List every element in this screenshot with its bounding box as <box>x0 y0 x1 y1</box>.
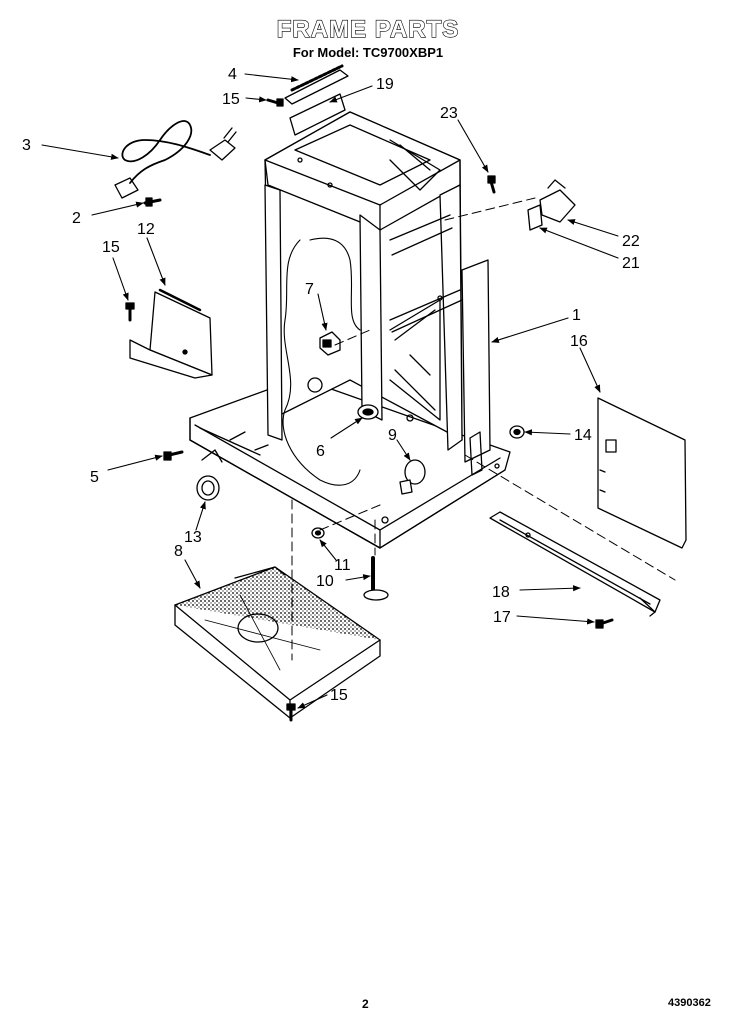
callout-12: 12 <box>137 221 155 238</box>
model-subtitle: For Model: TC9700XBP1 <box>292 45 444 60</box>
callout-17: 17 <box>493 609 511 626</box>
callout-15: 15 <box>102 239 120 256</box>
terminal-block <box>284 64 349 136</box>
page-number: 2 <box>362 997 369 1011</box>
screw-15-bottom <box>286 703 296 722</box>
callout-19: 19 <box>376 76 394 93</box>
callout-23: 22 <box>622 233 640 250</box>
screw-22 <box>487 175 496 194</box>
callout-15: 15 <box>222 91 240 108</box>
connector-7 <box>319 331 341 356</box>
callout-labels: 4 15 19 3 2 12 15 23 22 21 1 16 7 6 9 14… <box>22 66 640 704</box>
callout-11: 11 <box>334 557 351 574</box>
leader-arrows <box>41 73 619 709</box>
roller-13 <box>196 449 223 501</box>
frame-cabinet <box>189 111 511 549</box>
document-number: 4390362 <box>668 997 711 1009</box>
callout-2: 2 <box>72 210 81 227</box>
thermal-switch-9 <box>399 459 426 495</box>
rail-18 <box>489 511 661 617</box>
power-cord <box>114 120 237 199</box>
screw-5 <box>163 450 184 461</box>
callout-6: 6 <box>316 443 325 460</box>
callout-13: 13 <box>184 529 202 546</box>
diagram-title: FRAME PARTS <box>276 15 460 43</box>
callout-22: 23 <box>440 105 458 122</box>
callout-1: 1 <box>572 307 581 324</box>
callout-7: 7 <box>305 281 314 298</box>
door-switch <box>527 179 576 231</box>
callout-4: 4 <box>228 66 237 83</box>
leveling-leg-10 <box>363 556 389 601</box>
screw-2 <box>143 197 162 207</box>
callout-14: 14 <box>574 427 592 444</box>
callout-8: 8 <box>174 543 183 560</box>
callout-21: 21 <box>622 255 640 272</box>
nut-11 <box>311 527 325 539</box>
base-grille-8 <box>174 566 381 719</box>
callout-15: 15 <box>330 687 348 704</box>
grommet-6 <box>357 404 379 420</box>
screw-15-top <box>266 98 284 107</box>
callout-10: 10 <box>316 573 334 590</box>
assembly-guide-lines <box>291 197 676 661</box>
screw-17 <box>595 618 614 629</box>
callout-16: 16 <box>570 333 588 350</box>
callout-9: 9 <box>388 427 397 444</box>
callout-5: 5 <box>90 469 99 486</box>
screw-15-left <box>125 302 135 322</box>
callout-18: 18 <box>492 584 510 601</box>
nut-14 <box>509 425 525 439</box>
callout-3: 3 <box>22 137 31 154</box>
shield-bracket <box>129 288 213 379</box>
side-panel-16 <box>597 397 687 549</box>
